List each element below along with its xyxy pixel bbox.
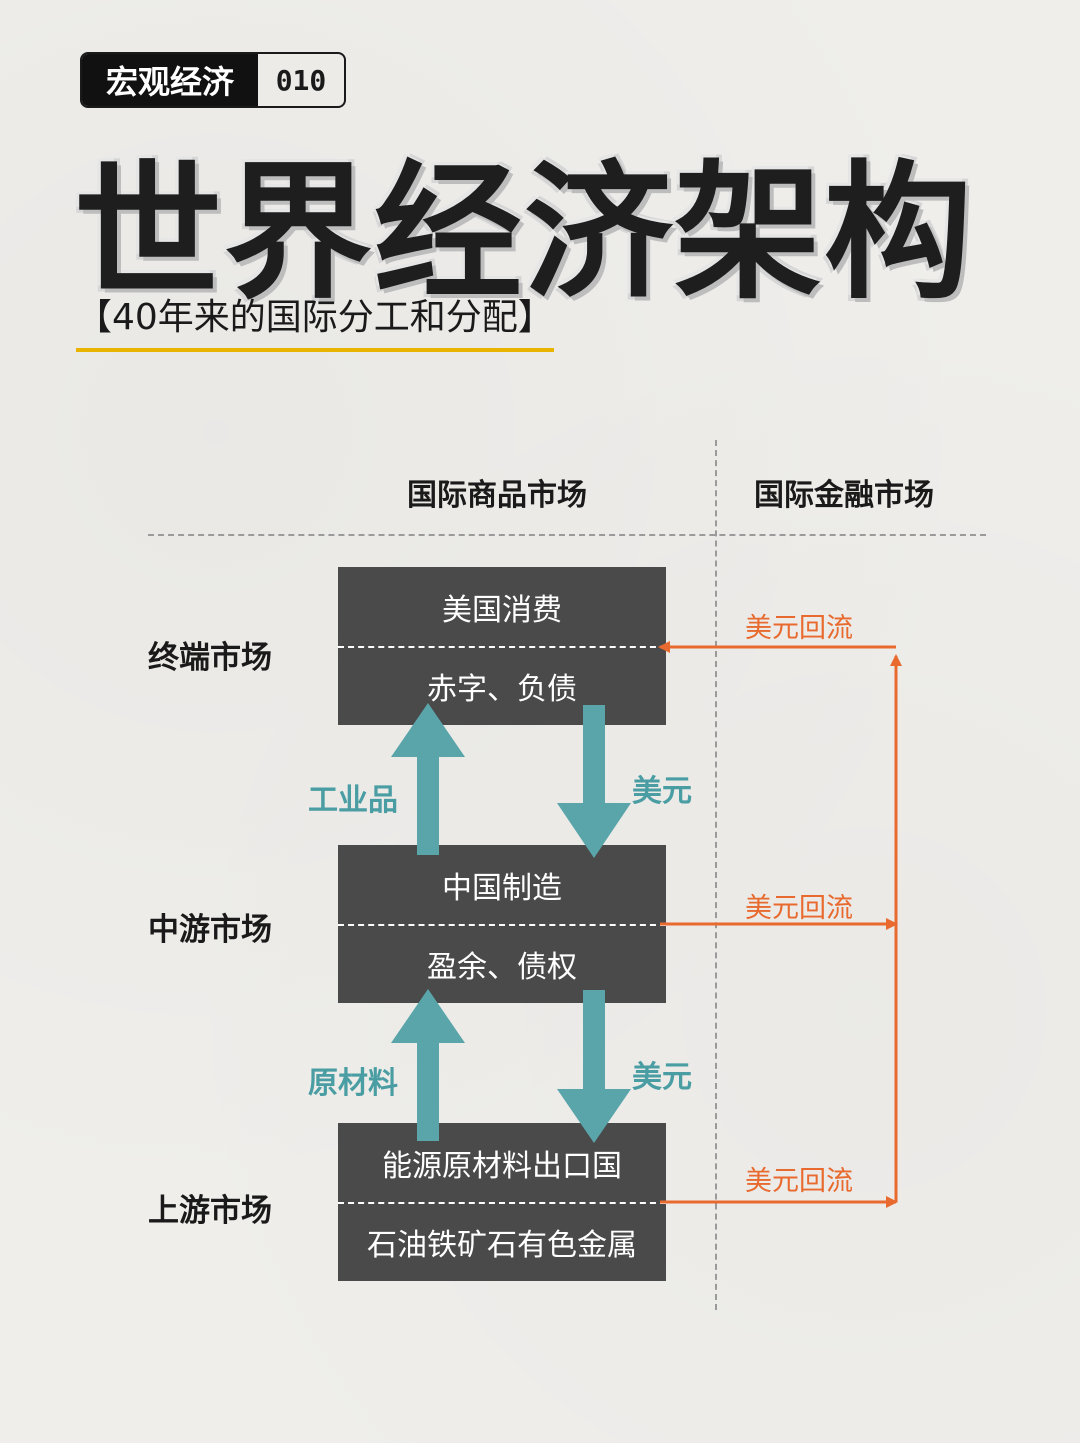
box-upstream-bottom: 石油铁矿石有色金属 [367, 1227, 637, 1263]
row-label-upstream: 上游市场 [148, 1193, 272, 1229]
arrow-down-usd-2 [557, 990, 631, 1143]
row-label-terminal: 终端市场 [148, 640, 272, 676]
category-label: 宏观经济 [82, 54, 258, 106]
box-midstream: 中国制造 盈余、债权 [338, 845, 666, 1003]
usd-recycle-label-terminal: 美元回流 [745, 613, 853, 644]
box-upstream-divider [338, 1202, 666, 1204]
issue-number: 010 [275, 63, 327, 97]
box-midstream-bottom: 盈余、债权 [427, 949, 577, 985]
flow-label-usd-2: 美元 [632, 1060, 692, 1095]
column-header-financial-market: 国际金融市场 [754, 478, 934, 513]
arrow-down-usd-1 [557, 705, 631, 858]
page-title: 世界经济架构 [74, 147, 974, 319]
box-terminal-top: 美国消费 [442, 592, 562, 628]
box-terminal-divider [338, 646, 666, 648]
page-subtitle: 【40年来的国际分工和分配】 [76, 288, 554, 352]
box-terminal: 美国消费 赤字、负债 [338, 567, 666, 725]
box-terminal-bottom: 赤字、负债 [427, 671, 577, 707]
box-upstream-top: 能源原材料出口国 [382, 1148, 622, 1184]
box-midstream-top: 中国制造 [442, 870, 562, 906]
arrow-up-raw-materials [391, 989, 465, 1141]
column-header-goods-market: 国际商品市场 [407, 478, 587, 513]
flow-label-raw-materials: 原材料 [308, 1066, 398, 1101]
header-divider [148, 534, 986, 536]
category-tag: 宏观经济 010 [80, 52, 346, 108]
box-upstream: 能源原材料出口国 石油铁矿石有色金属 [338, 1123, 666, 1281]
arrow-up-industrial-goods [391, 703, 465, 855]
flow-label-industrial-goods: 工业品 [308, 783, 398, 818]
usd-recycle-label-upstream: 美元回流 [745, 1166, 853, 1197]
column-divider [715, 440, 717, 1310]
box-midstream-divider [338, 924, 666, 926]
usd-recycle-label-midstream: 美元回流 [745, 893, 853, 924]
row-label-midstream: 中游市场 [148, 912, 272, 948]
flow-label-usd-1: 美元 [632, 774, 692, 809]
